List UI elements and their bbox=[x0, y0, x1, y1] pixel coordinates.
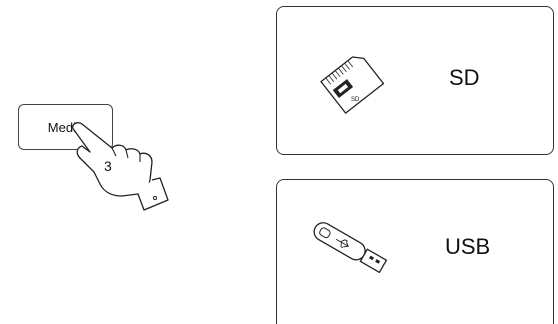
usb-screen: USB bbox=[276, 179, 554, 324]
step-number: 3 bbox=[104, 158, 112, 174]
sd-card-icon bbox=[313, 45, 389, 117]
sd-card-caption: SD bbox=[351, 97, 359, 103]
sd-title: SD bbox=[449, 65, 480, 91]
usb-stick-icon bbox=[303, 218, 395, 280]
pressing-hand-icon bbox=[60, 118, 170, 214]
sd-screen: SD SD bbox=[276, 6, 554, 155]
usb-title: USB bbox=[445, 234, 490, 260]
